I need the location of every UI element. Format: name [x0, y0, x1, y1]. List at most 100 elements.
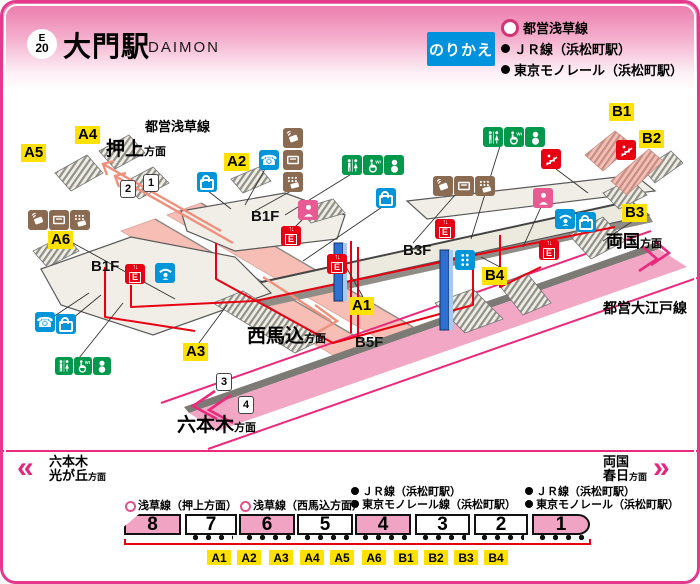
black-dot-icon — [501, 65, 510, 74]
track-number-2: 2 — [120, 180, 136, 198]
accessible-restroom-icon: WC — [504, 127, 524, 147]
elevator-icon: ↑↓E — [125, 264, 145, 284]
train-car-1: 1 — [532, 514, 590, 541]
car-label-asakusa-oshiage: 浅草線（押上方面） — [125, 500, 237, 513]
black-dot-icon — [525, 487, 533, 495]
baby-room-icon — [525, 127, 545, 147]
braille-blocks-icon — [455, 250, 475, 270]
oedo-line-label: 都営大江戸線 — [603, 300, 687, 316]
information-counter-icon — [555, 209, 575, 229]
train-car-7: 7 — [185, 514, 237, 541]
floor-label-b1f-upper: B1F — [251, 208, 280, 225]
exit-label-a5: A5 — [21, 144, 47, 162]
car-label-jr-monorail-1: ＪＲ線（浜松町駅） 東京モノレール線（浜松町駅） — [351, 486, 516, 512]
bottom-exit-b4: B4 — [484, 550, 508, 565]
bottom-exit-b1: B1 — [394, 550, 418, 565]
station-staff-icon — [533, 188, 553, 208]
bottom-exit-a2: A2 — [237, 550, 261, 565]
escalator-icon — [541, 149, 561, 169]
ic-card-charge-icon — [28, 210, 48, 230]
bottom-direction-right: 両国 春日方面 — [603, 454, 648, 483]
transfer-line-monorail: 東京モノレール（浜松町駅） — [501, 60, 683, 79]
accessible-restroom-icon: WC — [74, 357, 92, 375]
right-double-chevron-icon: » — [653, 451, 670, 484]
track-number-3: 3 — [216, 373, 232, 391]
black-dot-icon — [525, 500, 533, 508]
elevator-icon: ↑↓E — [327, 254, 347, 274]
baby-room-icon — [384, 155, 404, 175]
floor-label-b1f-left: B1F — [91, 258, 120, 275]
elevator-icon: ↑↓E — [281, 226, 301, 246]
track-number-4: 4 — [238, 396, 254, 414]
train-car-2: 2 — [474, 514, 528, 541]
track-number-1: 1 — [143, 174, 159, 192]
public-phone-icon: ☎ — [259, 150, 279, 170]
restroom-icon — [55, 357, 73, 375]
section-divider — [3, 450, 697, 452]
pass-machine-icon — [475, 176, 495, 196]
svg-text:WC: WC — [85, 360, 90, 365]
baby-room-icon — [93, 357, 111, 375]
elevator-icon: ↑↓E — [435, 219, 455, 239]
bottom-exit-a6: A6 — [362, 550, 386, 565]
black-dot-icon — [351, 487, 359, 495]
asakusa-line-label: 都営浅草線 — [145, 119, 211, 134]
badge-number: 20 — [35, 41, 49, 55]
restroom-icon — [342, 155, 362, 175]
train-car-4: 4 — [355, 514, 411, 541]
page-title: 大門駅 — [63, 31, 151, 62]
ic-card-charge-icon — [283, 128, 303, 148]
pass-machine-icon — [70, 210, 90, 230]
pass-machine-icon — [283, 172, 303, 192]
bottom-exit-a5: A5 — [330, 550, 354, 565]
ticket-machine-icon — [49, 210, 69, 230]
svg-text:WC: WC — [375, 159, 381, 164]
floor-label-b3f: B3F — [403, 242, 432, 259]
transfer-badge: のりかえ — [427, 32, 495, 66]
bottom-exit-a1: A1 — [207, 550, 231, 565]
svg-text:WC: WC — [516, 131, 522, 136]
bottom-exit-b2: B2 — [424, 550, 448, 565]
coin-locker-icon — [576, 212, 596, 232]
ticket-machine-icon — [454, 176, 474, 196]
car-label-jr-monorail-2: ＪＲ線（浜松町駅） 東京モノレール（浜松町駅） — [525, 486, 679, 512]
page-title-romaji: DAIMON — [148, 39, 220, 56]
direction-ryogoku: 両国方面 — [606, 232, 662, 251]
platform-extent-line — [124, 539, 591, 545]
exit-label-b1: B1 — [609, 103, 635, 121]
train-car-3: 3 — [415, 514, 470, 541]
asakusa-line-ring-icon — [240, 501, 251, 512]
exit-label-b4: B4 — [482, 267, 508, 285]
bottom-exit-a3: A3 — [269, 550, 293, 565]
ticket-machine-icon — [283, 150, 303, 170]
exit-label-b3: B3 — [622, 204, 648, 222]
exit-label-a3: A3 — [183, 343, 209, 361]
floor-label-b5f: B5F — [355, 334, 384, 351]
bottom-exit-a4: A4 — [300, 550, 324, 565]
restroom-icon — [483, 127, 503, 147]
bottom-direction-left: 六本木 光が丘方面 — [49, 454, 107, 483]
direction-nishimagome: 西馬込方面 — [247, 326, 327, 347]
exit-label-a6: A6 — [48, 231, 74, 249]
bottom-exit-b3: B3 — [454, 550, 478, 565]
transfer-line-asakusa: 都営浅草線 — [501, 18, 588, 37]
black-dot-icon — [351, 500, 359, 508]
exit-label-a4: A4 — [75, 126, 101, 144]
public-phone-icon: ☎ — [35, 312, 55, 332]
coin-locker-icon — [56, 314, 76, 334]
header: E 20 大門駅 DAIMON のりかえ 都営浅草線 ＪＲ線（浜松町駅） 東京モ… — [3, 3, 697, 91]
exit-label-b2: B2 — [639, 130, 665, 148]
train-car-5: 5 — [297, 514, 353, 541]
asakusa-line-ring-icon — [125, 501, 136, 512]
transfer-line-jr: ＪＲ線（浜松町駅） — [501, 39, 631, 58]
black-dot-icon — [501, 44, 510, 53]
direction-roppongi: 六本木方面 — [177, 415, 257, 436]
line-number-badge: E 20 — [27, 29, 57, 59]
toei-asakusa-line-logo-icon — [501, 18, 519, 37]
information-counter-icon — [155, 263, 175, 283]
ic-card-charge-icon — [433, 176, 453, 196]
direction-oshiage: 押上方面 — [106, 139, 167, 160]
coin-locker-icon — [376, 188, 396, 208]
station-staff-icon — [298, 200, 318, 220]
